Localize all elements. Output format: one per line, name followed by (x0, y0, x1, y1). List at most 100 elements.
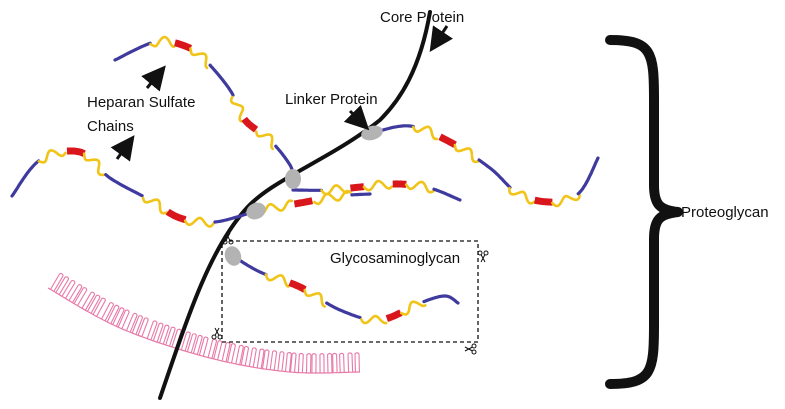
chain-segment-red (350, 183, 365, 192)
chain-segment-blue (350, 192, 372, 197)
chain-segment-red (241, 116, 259, 133)
comb-tooth (347, 352, 354, 373)
comb-tooth (261, 349, 270, 370)
comb-tooth (165, 326, 176, 347)
comb-tooth (117, 309, 130, 330)
chain-segment-yellow-wavy (264, 273, 290, 288)
chain-segment-yellow-wavy (313, 189, 352, 206)
chain-segment-blue (113, 41, 152, 62)
comb-tooth (131, 315, 144, 335)
chain-segment-yellow-wavy (453, 143, 480, 164)
comb-tooth (248, 347, 257, 368)
chain-segment-blue (432, 187, 462, 202)
label-proteoglycan: Proteoglycan (681, 204, 769, 221)
chain-segment-blue (422, 294, 460, 305)
chain-segment-yellow-wavy (255, 130, 274, 151)
chain-segment-blue (576, 156, 600, 196)
chain-segment-yellow-wavy (37, 148, 67, 164)
chain-segment-yellow-wavy (183, 216, 215, 228)
heparan-arrow-upper (141, 65, 166, 92)
comb-tooth (68, 284, 83, 303)
comb-tooth (311, 353, 317, 374)
chain-segment-red (174, 39, 193, 52)
scissors-icon (464, 343, 477, 355)
comb-tooth (297, 352, 304, 373)
comb-tooth (256, 348, 265, 369)
comb-tooth (81, 291, 96, 311)
comb-tooth (339, 352, 345, 373)
label-core-protein: Core Protein (380, 9, 464, 26)
comb-tooth (213, 340, 223, 361)
comb-tooth (221, 342, 231, 363)
chain-segment-red (66, 147, 86, 157)
scissors-icon (211, 327, 223, 340)
chain-segment-red (385, 309, 403, 322)
proteoglycan-brace (605, 35, 683, 389)
chain-right-upper (370, 124, 600, 208)
linker-protein-arrow (343, 104, 370, 131)
comb-tooth (158, 324, 170, 345)
comb-tooth (327, 353, 333, 373)
chain-segment-yellow-wavy (189, 47, 209, 70)
chain-segment-blue (208, 63, 235, 97)
comb-tooth (112, 307, 125, 327)
comb-tooth (227, 343, 236, 364)
chain-segment-red (438, 133, 457, 148)
chain-segment-yellow-wavy (551, 194, 581, 208)
chain-segment-yellow-wavy (149, 35, 176, 49)
chain-segment-blue (10, 159, 41, 198)
chain-left (10, 147, 258, 228)
comb-tooth (192, 335, 203, 355)
chain-glycosaminoglycan (231, 254, 460, 325)
comb-tooth (61, 280, 76, 299)
chain-segment-blue (104, 173, 144, 198)
comb-tooth (332, 352, 338, 373)
comb-tooth (137, 317, 149, 337)
chain-segment-yellow-wavy (362, 179, 393, 192)
chain-segment-red (288, 279, 307, 293)
chain-segment-yellow-wavy (399, 300, 427, 316)
chain-segment-yellow-wavy (411, 125, 439, 141)
label-glycosaminoglycan: Glycosaminoglycan (330, 250, 460, 267)
chain-segment-red (534, 196, 553, 206)
linker-protein-2 (285, 169, 301, 189)
linker-protein-3 (246, 202, 266, 220)
core-protein-arrow (429, 25, 453, 52)
label-heparan-chains: Chains (87, 118, 134, 135)
label-heparan-sulfate: Heparan Sulfate (87, 94, 195, 111)
comb-tooth (152, 322, 164, 343)
glycosaminoglycan-selection-box (221, 240, 479, 343)
label-linker-protein: Linker Protein (285, 91, 378, 108)
comb-tooth (106, 304, 120, 325)
chain-segment-blue (477, 158, 512, 189)
heparan-arrow-lower (110, 135, 135, 162)
chain-segment-yellow-wavy (508, 186, 536, 205)
comb-tooth (92, 297, 106, 317)
chain-segment-yellow-wavy (360, 314, 388, 325)
chain-segment-red (293, 197, 314, 208)
comb-backbone (47, 287, 360, 374)
comb-tooth (55, 276, 70, 295)
comb-tooth (289, 352, 297, 373)
comb-tooth (198, 336, 209, 357)
chain-middle-lower (254, 189, 372, 216)
comb-tooth (284, 352, 292, 373)
comb-tooth (87, 294, 101, 314)
chain-middle (291, 179, 462, 202)
comb-tooth (146, 320, 158, 341)
pink-comb-structure (47, 273, 360, 374)
comb-tooth (235, 344, 244, 365)
chain-segment-yellow-wavy (141, 196, 169, 215)
chain-segment-yellow-wavy (303, 288, 326, 308)
chain-segment-yellow-wavy (82, 152, 108, 177)
scissors-icon (222, 232, 234, 245)
chain-segment-red (165, 208, 187, 224)
comb-tooth (277, 351, 285, 372)
linker-protein-4 (224, 246, 242, 266)
comb-tooth (269, 350, 278, 371)
comb-tooth (207, 338, 218, 359)
comb-tooth (50, 273, 64, 292)
heparan-sulfate-chains (10, 35, 600, 325)
comb-tooth (101, 302, 114, 322)
